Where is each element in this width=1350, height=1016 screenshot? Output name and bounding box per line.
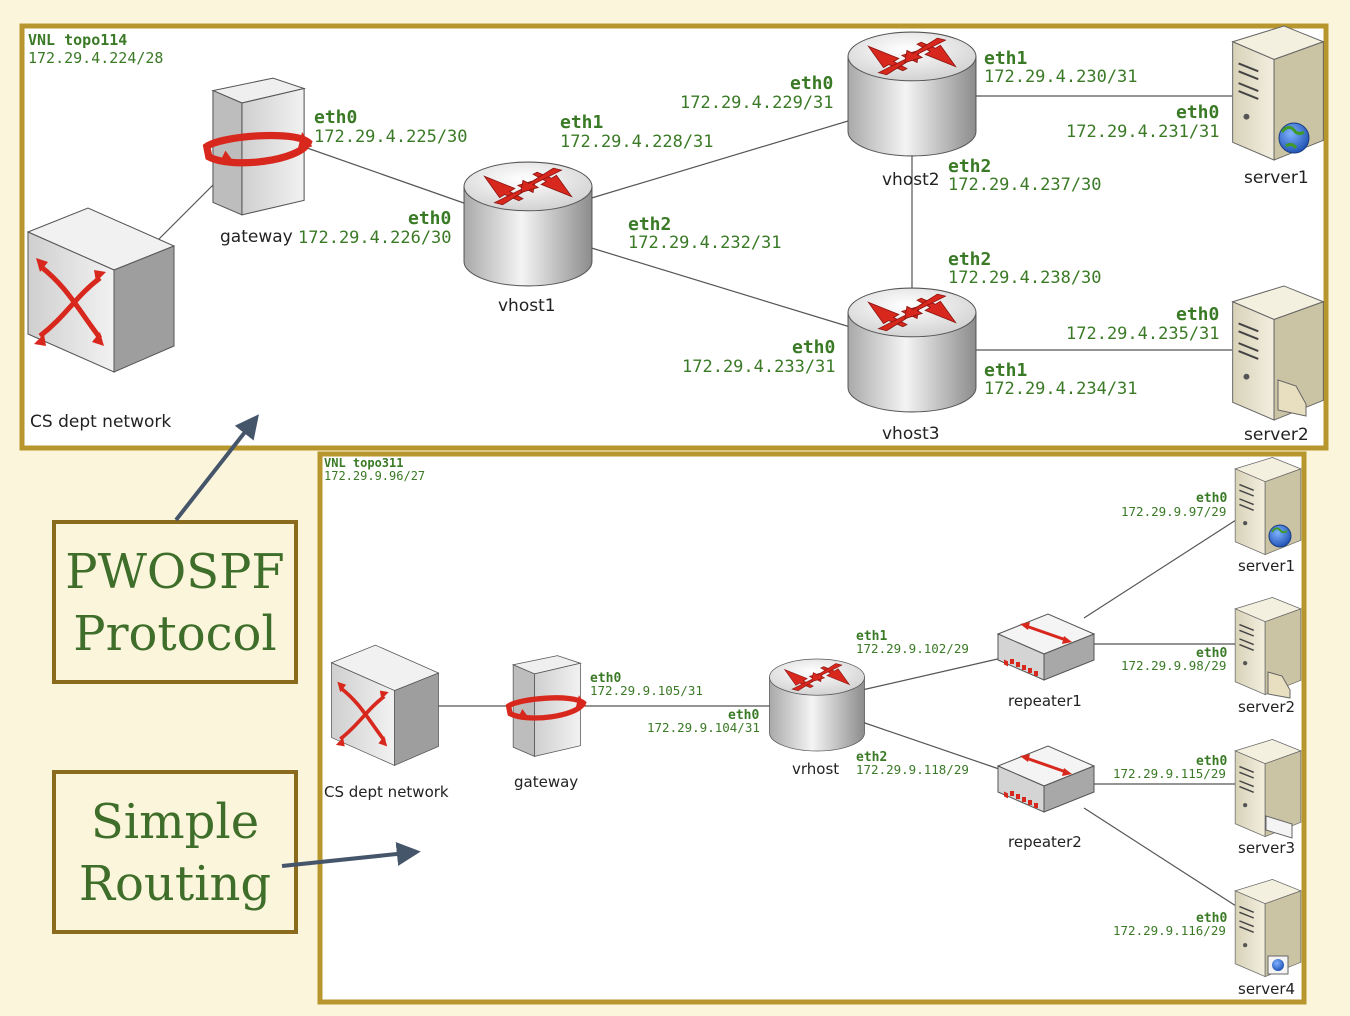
server2-label-2: server2 <box>1238 698 1295 716</box>
simple-routing-callout-box <box>52 770 298 934</box>
vhost3-eth2-name: eth2 <box>948 249 991 270</box>
cs-network-label-2: CS dept network <box>324 783 449 801</box>
server1-label: server1 <box>1244 168 1309 188</box>
server2-eth0-ip: 172.29.4.235/31 <box>1066 324 1220 344</box>
vrhost-label: vrhost <box>792 760 839 778</box>
gw-eth0-ip: 172.29.4.225/30 <box>314 127 468 147</box>
vrhost-eth0-ip: 172.29.9.104/31 <box>647 720 760 735</box>
topo311-links <box>436 519 1237 907</box>
vrhost-eth2-name: eth2 <box>856 750 887 765</box>
server2-2-eth0-name: eth0 <box>1196 646 1227 661</box>
vhost2-eth0-name: eth0 <box>790 73 833 94</box>
topo114-links <box>149 95 1232 351</box>
server1-label-2: server1 <box>1238 557 1295 575</box>
pwospf-arrow-icon <box>174 414 259 522</box>
topo114-title: VNL topo114 <box>28 31 127 49</box>
vhost2-label: vhost2 <box>882 170 940 190</box>
vhost1-router-icon <box>463 161 593 287</box>
vhost3-eth1-name: eth1 <box>984 360 1027 381</box>
server2-eth0-name: eth0 <box>1176 304 1219 325</box>
vhost2-eth2-name: eth2 <box>948 156 991 177</box>
topo311-subnet: 172.29.9.96/27 <box>324 469 425 483</box>
vhost3-eth2-ip: 172.29.4.238/30 <box>948 268 1102 288</box>
server1-eth0-ip: 172.29.4.231/31 <box>1066 122 1220 142</box>
gateway-label-2: gateway <box>514 773 578 791</box>
topo311-title: VNL topo311 <box>324 456 403 470</box>
pwospf-callout-box <box>52 520 298 684</box>
vhost2-eth1-name: eth1 <box>984 48 1027 69</box>
gateway-icon <box>207 78 313 215</box>
simple-routing-arrow-icon <box>281 842 421 868</box>
vhost1-eth1-ip: 172.29.4.228/31 <box>560 132 714 152</box>
mail-icon <box>1265 815 1293 839</box>
simple-routing-label-line2: Routing <box>79 856 271 912</box>
vrhost-eth1-name: eth1 <box>856 629 887 644</box>
server1-eth0-name: eth0 <box>1176 102 1219 123</box>
simple-routing-label-line1: Simple <box>91 794 259 850</box>
server2-2-eth0-ip: 172.29.9.98/29 <box>1121 658 1226 673</box>
vhost2-eth2-ip: 172.29.4.237/30 <box>948 175 1102 195</box>
server1-2-eth0-name: eth0 <box>1196 491 1227 506</box>
vhost3-eth0-name: eth0 <box>792 337 835 358</box>
simple-routing-callout: Simple Routing <box>52 770 421 934</box>
topo311-panel: VNL topo311 172.29.9.96/27 <box>317 451 1307 1005</box>
server4-2-eth0-name: eth0 <box>1196 911 1227 926</box>
vhost2-eth1-ip: 172.29.4.230/31 <box>984 67 1138 87</box>
vrhost-eth2-ip: 172.29.9.118/29 <box>856 762 969 777</box>
vhost3-eth1-ip: 172.29.4.234/31 <box>984 379 1138 399</box>
vhost1-eth0-ip: 172.29.4.226/30 <box>298 228 452 248</box>
vhost3-eth0-ip: 172.29.4.233/31 <box>682 357 836 377</box>
server3-2-eth0-ip: 172.29.9.115/29 <box>1113 766 1226 781</box>
server4-label-2: server4 <box>1238 980 1295 998</box>
folder-icon-2 <box>1267 671 1291 699</box>
topo311-interface-labels: eth0 172.29.9.105/31 eth0 172.29.9.104/3… <box>590 491 1227 938</box>
gateway-icon-2 <box>509 656 587 757</box>
gw2-eth0-ip: 172.29.9.105/31 <box>590 683 703 698</box>
repeater2-label: repeater2 <box>1008 833 1082 851</box>
vhost2-eth0-ip: 172.29.4.229/31 <box>680 93 834 113</box>
server3-label-2: server3 <box>1238 839 1295 857</box>
web-globe-icon <box>1272 959 1284 971</box>
topo114-subnet: 172.29.4.224/28 <box>28 49 163 67</box>
vrhost-router-icon <box>769 658 865 752</box>
server1-icon <box>1231 24 1325 162</box>
server1-2-eth0-ip: 172.29.9.97/29 <box>1121 504 1226 519</box>
gateway-label: gateway <box>220 227 293 247</box>
repeater1-label: repeater1 <box>1008 692 1082 710</box>
vrhost-eth0-name: eth0 <box>728 708 759 723</box>
globe-continents-icon-2 <box>1271 527 1288 534</box>
vhost1-label: vhost1 <box>498 296 556 316</box>
vhost1-eth2-name: eth2 <box>628 214 671 235</box>
server1-icon-2 <box>1234 456 1302 556</box>
cs-network-label: CS dept network <box>30 412 171 432</box>
pwospf-label-line2: Protocol <box>73 606 276 662</box>
gw-eth0-name: eth0 <box>314 107 357 128</box>
server4-2-eth0-ip: 172.29.9.116/29 <box>1113 923 1226 938</box>
server3-2-eth0-name: eth0 <box>1196 754 1227 769</box>
pwospf-callout: PWOSPF Protocol <box>52 414 298 684</box>
server2-label: server2 <box>1244 425 1309 445</box>
topo114-interface-labels: eth0 172.29.4.225/30 eth0 172.29.4.226/3… <box>298 48 1220 399</box>
globe-icon <box>1278 122 1310 154</box>
vhost1-eth0-name: eth0 <box>408 208 451 229</box>
vhost1-eth2-ip: 172.29.4.232/31 <box>628 233 782 253</box>
gw2-eth0-name: eth0 <box>590 671 621 686</box>
vhost2-router-icon <box>847 31 977 157</box>
vhost3-label: vhost3 <box>882 424 940 444</box>
pwospf-label-line1: PWOSPF <box>65 544 284 600</box>
globe-icon-2 <box>1268 524 1292 548</box>
globe-continents-icon <box>1280 125 1305 149</box>
folder-icon <box>1277 379 1307 417</box>
topo114-panel: VNL topo114 172.29.4.224/28 CS dept netw… <box>19 23 1329 451</box>
vhost3-router-icon <box>847 287 977 413</box>
vrhost-eth1-ip: 172.29.9.102/29 <box>856 641 969 656</box>
vhost1-eth1-name: eth1 <box>560 112 603 133</box>
